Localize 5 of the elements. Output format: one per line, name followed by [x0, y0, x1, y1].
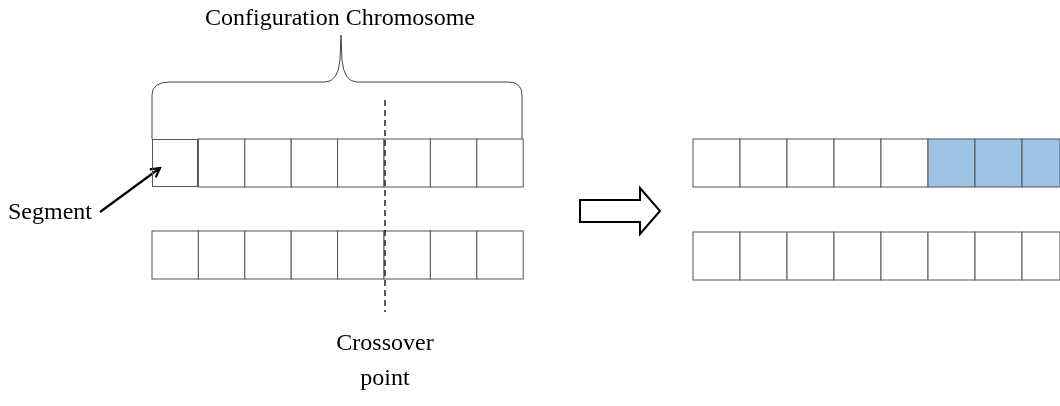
- gene-cell: [152, 139, 199, 187]
- leader-line: [99, 166, 162, 213]
- annotation-label: Crossover point: [335, 328, 435, 392]
- part-label: Segment: [8, 193, 123, 229]
- title-label: Configuration Chromosome: [204, 3, 476, 32]
